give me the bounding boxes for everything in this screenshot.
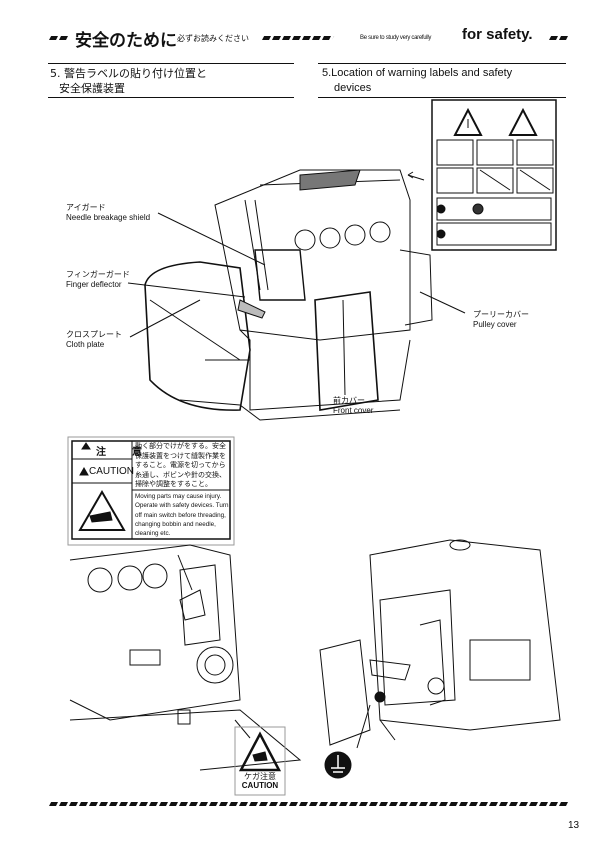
caution-text-en: Moving parts may cause injury. Operate w… bbox=[135, 493, 229, 538]
callout-jp: プーリーカバー bbox=[473, 310, 529, 319]
caution-title-jp: 注 意 bbox=[96, 447, 144, 458]
machine-detail-left bbox=[69, 544, 302, 771]
header-subtitle-en: Be sure to study very carefully bbox=[360, 35, 432, 41]
divider bbox=[48, 63, 294, 64]
callout-needle-breakage-shield: アイガード Needle breakage shield bbox=[66, 203, 150, 223]
callout-jp: 前カバー bbox=[333, 396, 365, 405]
heading-line: 安全保護装置 bbox=[59, 82, 125, 95]
heading-line: 5.Location of warning labels and safety bbox=[322, 67, 513, 79]
callout-finger-deflector: フィンガーガード Finger deflector bbox=[66, 270, 130, 290]
small-caution-en: CAUTION bbox=[241, 781, 279, 790]
overlock-machine-drawing bbox=[144, 169, 433, 421]
machine-detail-right bbox=[319, 539, 561, 779]
warning-label-sheet bbox=[431, 99, 557, 251]
caution-title-en: CAUTION bbox=[89, 466, 134, 477]
header-title-en: for safety. bbox=[462, 26, 533, 43]
footer-dash-line bbox=[48, 802, 570, 806]
section-heading-en: 5.Location of warning labels and safety … bbox=[322, 66, 512, 96]
callout-en: Front cover bbox=[333, 406, 374, 415]
header-title-jp: 安全のために bbox=[75, 31, 177, 51]
callout-cloth-plate: クロスプレート Cloth plate bbox=[66, 330, 122, 350]
callout-pulley-cover: プーリーカバー Pulley cover bbox=[473, 310, 529, 330]
small-caution-jp: ケガ注意 bbox=[244, 772, 276, 781]
callout-en: Pulley cover bbox=[473, 320, 517, 329]
page-number: 13 bbox=[568, 820, 580, 831]
callout-en: Needle breakage shield bbox=[66, 213, 151, 222]
divider bbox=[48, 97, 294, 98]
callout-front-cover: 前カバー Front cover bbox=[333, 396, 373, 416]
callout-jp: アイガード bbox=[66, 203, 106, 212]
caution-label-frame bbox=[67, 436, 235, 546]
callout-jp: クロスプレート bbox=[66, 330, 122, 339]
heading-line: devices bbox=[334, 82, 372, 94]
section-heading-jp: 5. 警告ラベルの貼り付け位置と 安全保護装置 bbox=[50, 66, 207, 96]
small-caution-label bbox=[234, 726, 286, 796]
divider bbox=[318, 63, 566, 64]
divider bbox=[318, 97, 566, 98]
callout-en: Cloth plate bbox=[66, 340, 105, 349]
heading-line: 5. 警告ラベルの貼り付け位置と bbox=[50, 67, 207, 80]
caution-text-jp: 動く部分でけがをする。安全保護装置をつけて縫製作業をすること。電源を切ってから糸… bbox=[135, 442, 226, 488]
callout-jp: フィンガーガード bbox=[66, 270, 130, 279]
callout-en: Finger deflector bbox=[66, 280, 122, 289]
header-subtitle-jp: 必ずお読みください bbox=[177, 34, 249, 43]
